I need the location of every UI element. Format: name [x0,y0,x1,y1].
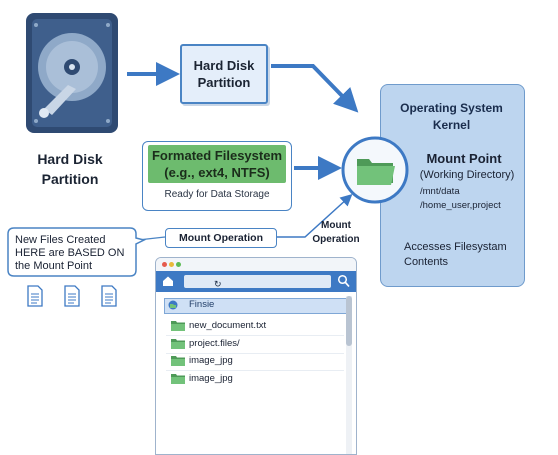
arrow-mount-operation-to-mount-point [276,193,353,238]
filesystem-title-line1: Formated Filesystem [151,148,283,163]
folder-icon [171,339,185,349]
callout-text: New Files Created HERE are BASED ON the … [15,234,135,273]
mount-operation-label: Mount Operation [306,219,366,247]
mount-operation-box: Mount Operation [165,228,277,248]
home-icon[interactable] [162,275,174,287]
kernel-access-text: Accesses Filesystam Contents [404,240,516,270]
window-titlebar [156,258,356,271]
mount-path-2: /home_user,project [420,200,501,211]
mount-point-title: Mount Point [426,151,502,166]
kernel-title: Operating System Kernel [380,100,523,134]
row-divider [166,353,344,354]
maximize-window-icon[interactable] [176,262,181,267]
folder-icon [171,356,185,366]
search-icon[interactable] [337,274,350,288]
document-icon [101,285,117,307]
file-name: new_document.txt [189,320,267,331]
folder-icon [168,300,178,310]
partition-box: Hard Disk Partition [180,44,268,104]
kernel-access-line1: Accesses Filesystam [404,241,507,253]
hard-disk-icon [26,13,118,133]
refresh-icon[interactable]: ↻ [214,279,222,289]
callout-line2: HERE are BASED ON [15,247,125,259]
file-name: image_jpg [189,355,233,366]
path-field[interactable]: ↻ [184,275,331,289]
document-icon [64,285,80,307]
arrow-partition-to-kernel [271,64,359,113]
file-name: project.files/ [189,338,240,349]
partition-box-line2: Partition [197,75,251,90]
mount-path-1: /mnt/data [420,186,460,197]
callout-bubble [7,227,146,277]
mount-operation-label-line1: Mount [321,220,351,231]
filesystem-subtitle: Ready for Data Storage [164,189,270,200]
close-window-icon[interactable] [162,262,167,267]
mount-operation-label-line2: Operation [312,234,360,245]
file-browser-window: ↻ Finsie new_document.txt project.files/… [155,257,357,455]
mount-point-subtitle: (Working Directory) [419,169,515,181]
filesystem-title-line2: (e.g., ext4, NTFS) [164,165,270,180]
file-name: image_jpg [189,373,233,384]
kernel-title-line1: Operating System [400,101,503,115]
document-icon [27,285,43,307]
scrollbar-thumb[interactable] [346,296,352,346]
callout-line1: New Files Created [15,234,106,246]
row-divider [166,335,344,336]
hard-disk-caption-line1: Hard Disk [37,151,103,167]
mount-point-folder-icon [341,136,409,204]
row-divider [166,370,344,371]
minimize-window-icon[interactable] [169,262,174,267]
hard-disk-caption-line2: Partition [41,171,99,187]
selected-folder-name: Finsie [189,299,215,310]
partition-box-line1: Hard Disk [193,58,255,73]
kernel-title-line2: Kernel [432,118,471,132]
filesystem-title-band [148,145,286,183]
callout-line3: the Mount Point [15,260,93,272]
folder-icon [171,374,185,384]
folder-icon [171,321,185,331]
scrollbar[interactable] [346,296,352,454]
window-toolbar: ↻ [156,271,356,292]
filesystem-title: Formated Filesystem (e.g., ext4, NTFS) [148,147,286,181]
hard-disk-caption: Hard Disk Partition [22,149,118,189]
kernel-access-line2: Contents [404,256,449,268]
